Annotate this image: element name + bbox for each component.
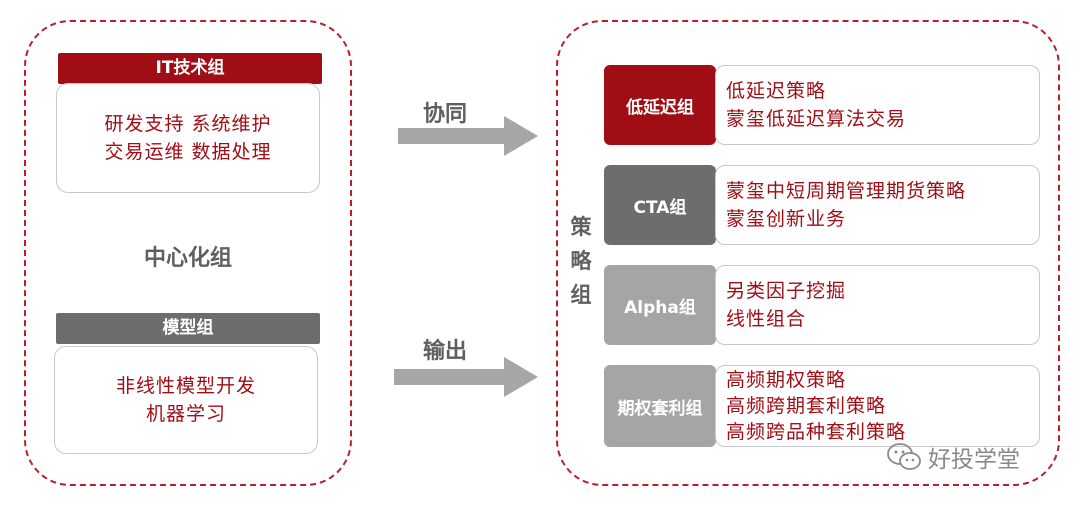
group-desc-low-latency: 低延迟策略 蒙玺低延迟算法交易 [715,65,1040,145]
group-desc-alpha: 另类因子挖掘 线性组合 [715,265,1040,345]
collab-arrow-icon [398,116,538,156]
wechat-icon [887,443,921,470]
group-desc-cta: 蒙玺中短周期管理期货策略 蒙玺创新业务 [715,165,1040,245]
model-group-line-2: 机器学习 [145,403,226,425]
it-group-box: 研发支持 系统维护 交易运维 数据处理 [56,83,320,193]
group-item: 另类因子挖掘 [726,280,847,302]
group-item: 高频跨品种套利策略 [726,421,907,443]
strategy-label-char: 略 [570,249,592,273]
watermark: 好投学堂 [886,440,1020,474]
group-item: 低延迟策略 [726,80,827,102]
group-desc-options-arbitrage: 高频期权策略 高频跨期套利策略 高频跨品种套利策略 [715,365,1040,447]
strategy-label-char: 策 [570,215,592,239]
group-item: 高频期权策略 [726,369,847,391]
centralized-group-frame [24,20,352,486]
group-tile-cta: CTA组 [604,165,716,245]
output-arrow-icon [394,357,538,397]
watermark-text: 好投学堂 [928,447,1020,473]
model-group-line-1: 非线性模型开发 [115,375,256,397]
collab-label: 协同 [423,102,468,127]
group-tile-options-arbitrage: 期权套利组 [604,365,716,447]
group-tile-low-latency: 低延迟组 [604,65,716,145]
group-item: 蒙玺中短周期管理期货策略 [726,180,967,202]
group-item: 线性组合 [726,308,807,330]
group-item: 高频跨期套利策略 [726,395,887,417]
group-tile-alpha: Alpha组 [604,265,716,345]
strategy-group-frame [556,20,1060,486]
strategy-group-label: 策 略 组 [567,210,595,312]
model-group-box: 非线性模型开发 机器学习 [54,346,318,454]
output-label: 输出 [423,339,468,364]
it-group-line-1: 研发支持 系统维护 [104,113,272,135]
centralized-group-label: 中心化组 [143,246,232,271]
group-item: 蒙玺低延迟算法交易 [726,108,907,130]
it-group-header: IT技术组 [58,53,322,84]
group-item: 蒙玺创新业务 [726,208,847,230]
strategy-label-char: 组 [570,283,592,307]
model-group-header: 模型组 [56,313,320,344]
it-group-line-2: 交易运维 数据处理 [104,141,272,163]
